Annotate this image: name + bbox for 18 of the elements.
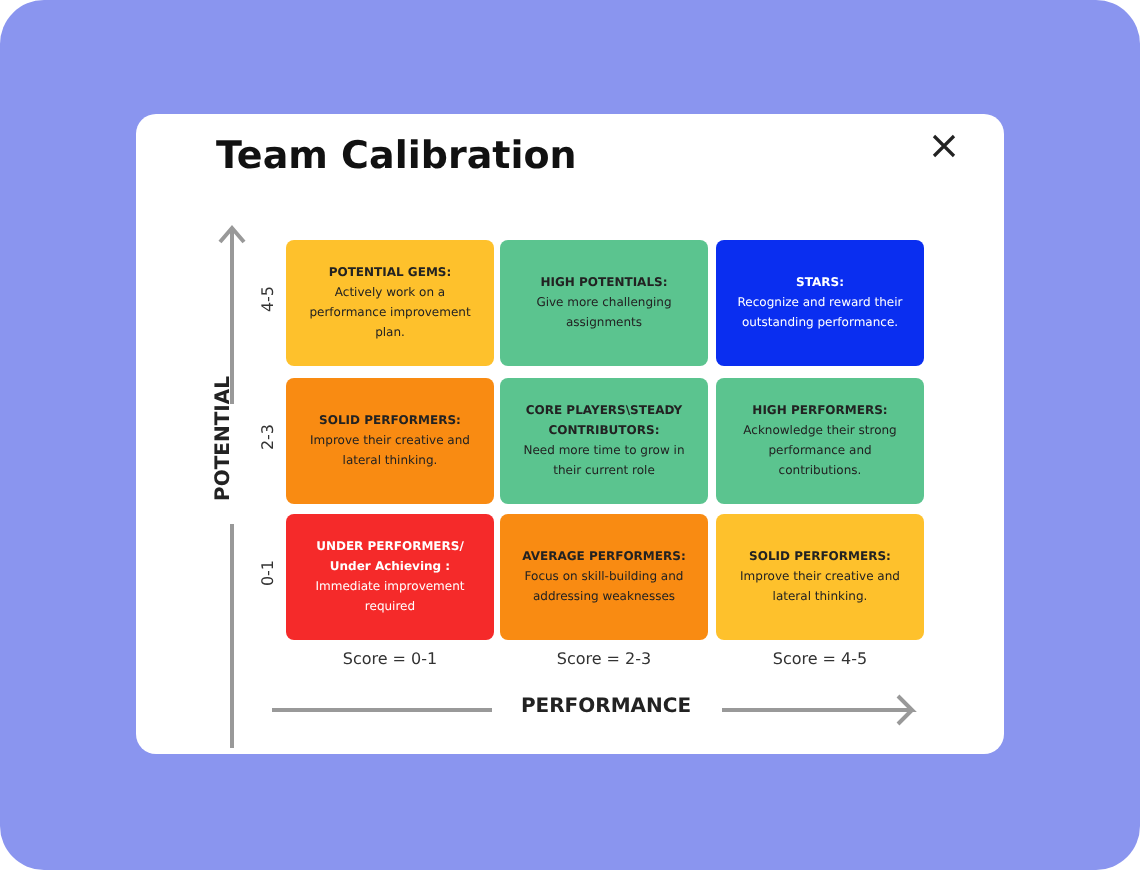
grid-cell	[286, 378, 494, 504]
axis-tick-label: 4-5	[259, 283, 277, 317]
grid-cell	[716, 514, 924, 640]
axis-title: PERFORMANCE	[518, 696, 694, 718]
title: Team Calibration	[216, 134, 577, 178]
axis-tick-label: Score = 2-3	[554, 650, 654, 668]
grid-cell	[716, 378, 924, 504]
grid-cell	[500, 240, 708, 366]
axis-tick-label: 0-1	[259, 557, 277, 591]
grid-cell	[286, 240, 494, 366]
grid-cell	[500, 514, 708, 640]
axis-tick-label: Score = 0-1	[340, 650, 440, 668]
grid-cell	[286, 514, 494, 640]
grid-cell	[500, 378, 708, 504]
axis-title: POTENTIAL	[213, 381, 235, 501]
axis-tick-label: Score = 4-5	[770, 650, 870, 668]
axis-tick-label: 2-3	[259, 421, 277, 455]
grid-cell	[716, 240, 924, 366]
